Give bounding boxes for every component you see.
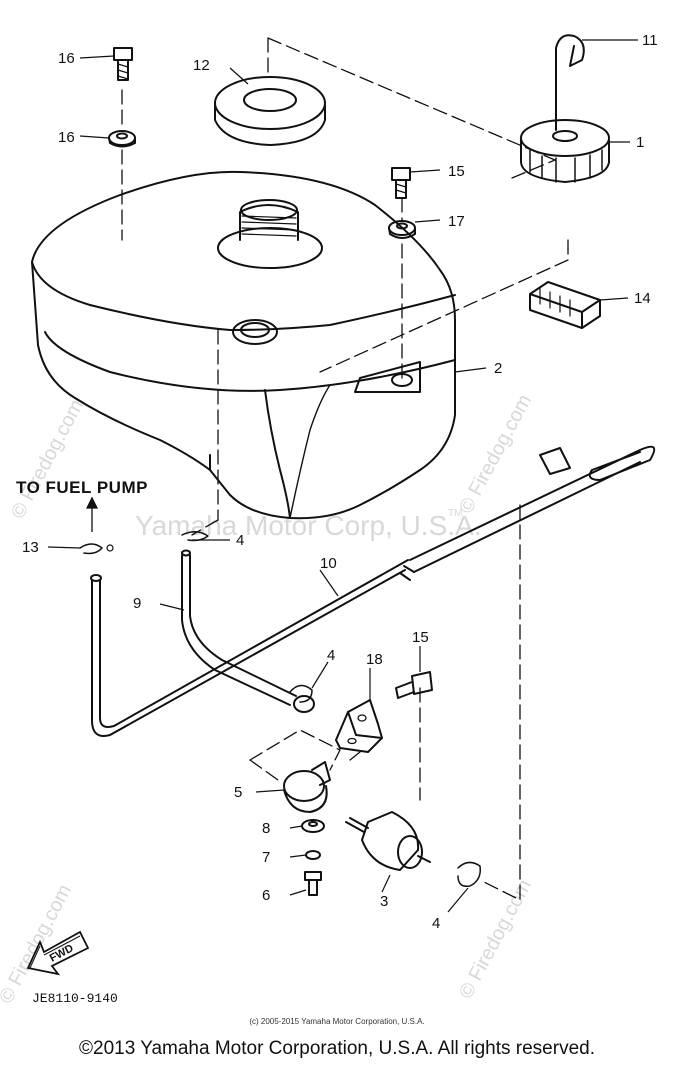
- callout-18: 15: [412, 629, 429, 646]
- callout-9: 12: [193, 57, 210, 74]
- callout-4-top: 4: [236, 532, 244, 549]
- cushion-part-11: [529, 281, 601, 329]
- callout-4-middle: 4: [327, 647, 335, 664]
- callout-4-bottom: 4: [432, 915, 440, 932]
- washer-part-13: [305, 850, 321, 860]
- callout-16-right: 17: [448, 213, 465, 230]
- callout-13: 7: [262, 849, 270, 866]
- bolt-part-18: [395, 671, 433, 699]
- gasket-ring-part-9: [214, 76, 326, 146]
- bolt-part-15-right: [391, 167, 411, 199]
- callout-14: 8: [262, 820, 270, 837]
- callout-5: 5: [234, 784, 242, 801]
- callout-7: 10: [320, 555, 337, 572]
- main-copyright: ©2013 Yamaha Motor Corporation, U.S.A. A…: [79, 1038, 595, 1059]
- breather-tube-part-7: [90, 445, 656, 737]
- clip-part-4-bottom: [457, 861, 482, 888]
- guide-lines: [121, 37, 569, 901]
- watermark-side-mid: © Firedog.com: [455, 391, 536, 517]
- clip-part-4-middle: [289, 684, 313, 703]
- watermark-center: Yamaha Motor Corp, U.S.A.: [135, 510, 482, 541]
- washer-part-14: [301, 819, 325, 833]
- to-fuel-pump-label: TO FUEL PUMP: [16, 478, 148, 497]
- callout-17: 18: [366, 651, 383, 668]
- callout-10: 13: [22, 539, 39, 556]
- cap-strap-part-8: [555, 34, 585, 131]
- callout-15-left: 16: [58, 50, 75, 67]
- washer-part-16-left: [108, 130, 136, 148]
- callout-15-right: 15: [448, 163, 465, 180]
- fuel-hose-part-6: [181, 549, 315, 713]
- small-copyright: (c) 2005-2015 Yamaha Motor Corporation, …: [249, 1017, 425, 1026]
- callout-3: 3: [380, 893, 388, 910]
- callout-leaders: [47, 39, 638, 913]
- bolt-part-15-left: [113, 47, 133, 81]
- screw-part-12: [304, 871, 322, 896]
- clamp-part-5: [283, 761, 331, 813]
- callout-11: 14: [634, 290, 651, 307]
- watermark-side-bottom-right: © Firedog.com: [455, 876, 536, 1002]
- fuel-filter-part-3: [345, 811, 431, 871]
- clip-part-10: [79, 543, 114, 555]
- fuel-tank-part-2: [31, 170, 456, 520]
- washer-part-16-right: [388, 220, 416, 239]
- callout-6: 9: [133, 595, 141, 612]
- bracket-part-17: [335, 699, 383, 753]
- callout-16-left: 16: [58, 129, 75, 146]
- fuel-cap-part-1: [520, 119, 610, 183]
- callout-1: 1: [636, 134, 644, 151]
- watermark-side-left: © Firedog.com: [7, 396, 88, 522]
- watermark-tm: TM: [448, 508, 462, 519]
- callout-2: 2: [494, 360, 502, 377]
- diagram-code: JE8110-9140: [32, 991, 118, 1006]
- callout-8: 11: [642, 32, 658, 49]
- callout-numbers: 11 1 12 16 16 15 17 14 2 13 4 9 10 4 18 …: [22, 32, 658, 932]
- fuel-pump-arrow: [85, 496, 99, 532]
- callout-12: 6: [262, 887, 270, 904]
